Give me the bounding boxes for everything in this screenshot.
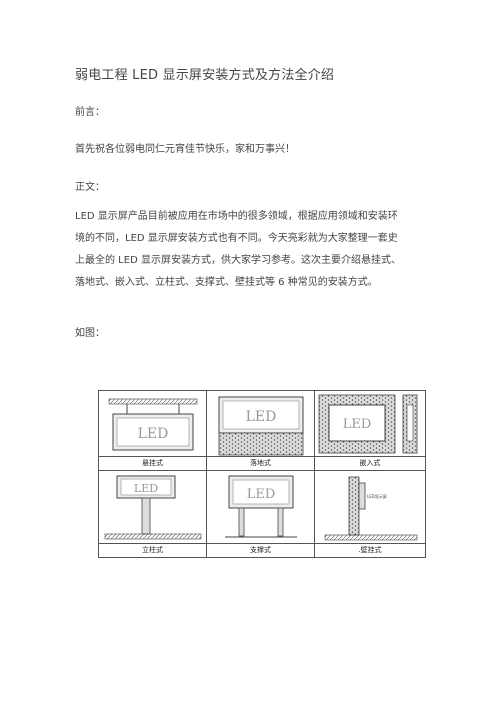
body-line-2: 境的不同，LED 显示屏安装方式也有不同。今天亮彩就为大家整理一套史: [75, 233, 398, 244]
caption-hanging: 悬挂式: [99, 456, 206, 470]
sign-text: LED: [343, 417, 372, 432]
cell-wall: LED显示屏 .壁挂式: [315, 471, 425, 557]
pillar-diagram: LED: [104, 475, 202, 540]
installation-methods-figure: LED 悬挂式 LED 落地式 LED 嵌入式 LED 立柱: [98, 390, 426, 558]
wall-diagram: LED显示屏: [324, 476, 418, 541]
body-line-1: LED 显示屏产品目前被应用在市场中的很多领域，根据应用领域和安装环: [75, 211, 398, 222]
cell-floor: LED 落地式: [207, 391, 315, 471]
cell-embedded: LED 嵌入式: [315, 391, 425, 471]
cell-support: LED 支撑式: [207, 471, 315, 557]
caption-support: 支撑式: [207, 543, 314, 557]
sign-text: LED: [138, 426, 169, 442]
caption-floor: 落地式: [207, 456, 314, 470]
cell-hanging: LED 悬挂式: [99, 391, 207, 471]
floor-diagram: LED: [218, 396, 304, 456]
figure-label: 如图：: [75, 328, 105, 339]
body-label: 正文：: [75, 182, 105, 193]
caption-embedded: 嵌入式: [315, 456, 425, 470]
document-title: 弱电工程 LED 显示屏安装方式及方法全介绍: [75, 68, 335, 83]
caption-wall: .壁挂式: [315, 543, 425, 557]
sign-text: LED: [246, 409, 277, 425]
caption-pillar: 立柱式: [99, 543, 206, 557]
wall-sign-text: LED显示屏: [367, 493, 387, 499]
body-line-4: 落地式、嵌入式、立柱式、支撑式、壁挂式等 6 种常见的安装方式。: [75, 277, 378, 288]
sign-text: LED: [247, 487, 276, 502]
embedded-diagram: LED: [318, 394, 418, 454]
sign-text: LED: [134, 482, 158, 495]
body-line-3: 上最全的 LED 显示屏安装方式，供大家学习参考。这次主要介绍悬挂式、: [75, 255, 401, 266]
body-paragraph: LED 显示屏产品目前被应用在市场中的很多领域，根据应用领域和安装环 境的不同，…: [75, 206, 430, 294]
greeting-text: 首先祝各位弱电同仁元宵佳节快乐，家和万事兴！: [75, 144, 295, 155]
support-diagram: LED: [225, 475, 297, 538]
hanging-diagram: LED: [108, 398, 198, 451]
preface-label: 前言：: [75, 107, 105, 118]
cell-pillar: LED 立柱式: [99, 471, 207, 557]
